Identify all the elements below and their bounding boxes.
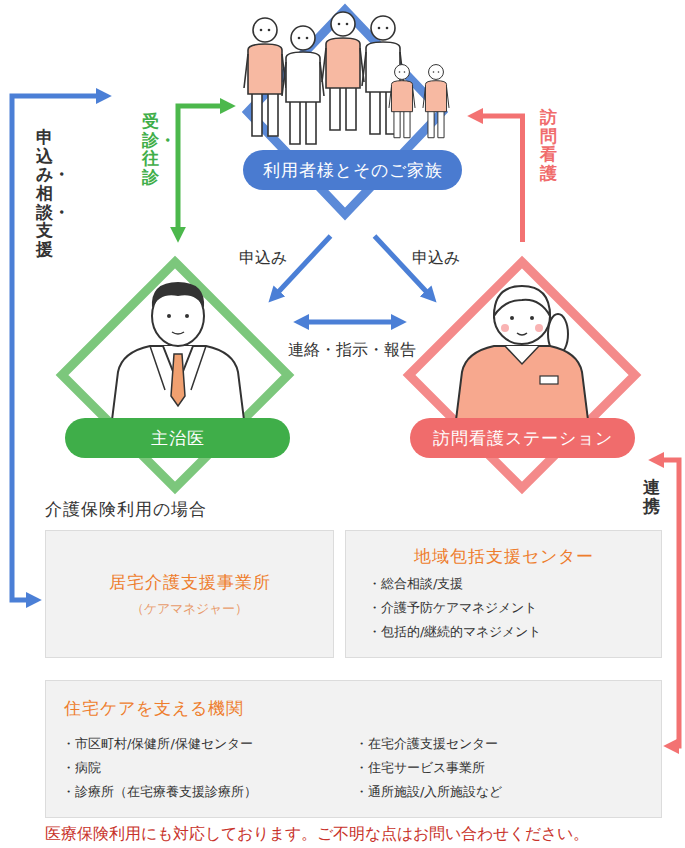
grandmother-figure xyxy=(282,26,324,144)
node-text: （ケアマネジャー） xyxy=(131,600,248,618)
grandfather-figure xyxy=(244,18,286,136)
home-care-box: 住宅ケアを支える機関・市区町村/保健所/保健センター・病院・診療所（在宅療養支援… xyxy=(45,680,662,818)
connector-arrow xyxy=(306,320,394,325)
support-center-box: 地域包括支援センター・総合相談/支援・介護予防ケアマネジメント・包括的/継続的マ… xyxy=(345,530,662,658)
connector-arrow xyxy=(178,106,223,230)
node-text: ・介護予防ケアマネジメント xyxy=(368,599,537,617)
node-title: 主治医 xyxy=(65,418,290,458)
node-text: ・通所施設/入所施設など xyxy=(355,783,502,801)
doctor-diamond xyxy=(62,262,288,488)
node-title: 住宅ケアを支える機関 xyxy=(64,697,244,720)
node-text: ・病院 xyxy=(62,759,101,777)
connector-arrow xyxy=(480,116,523,242)
doctor-figure xyxy=(112,282,244,420)
edge-label: 受診・往診 xyxy=(142,112,159,187)
node-text: ・市区町村/保健所/保健センター xyxy=(62,735,253,753)
node-text: ・住宅サービス事業所 xyxy=(355,759,485,777)
father-figure xyxy=(322,12,364,130)
connector-arrow xyxy=(277,236,330,293)
doctor-node: 主治医 xyxy=(65,262,290,458)
node-text: ・在宅介護支援センター xyxy=(355,735,498,753)
node-title: 居宅介護支援事業所 xyxy=(109,571,271,594)
section-heading: 介護保険利用の場合 xyxy=(45,498,207,521)
girl-figure xyxy=(423,65,449,138)
connector-arrow xyxy=(12,96,99,600)
node-title: 利用者様とそのご家族 xyxy=(243,150,462,190)
client-node: 利用者様とそのご家族 xyxy=(243,2,462,190)
edge-label: 連携 xyxy=(643,478,660,515)
nurse-figure xyxy=(456,286,588,420)
edge-label: 連絡・指示・報告 xyxy=(250,340,454,361)
edge-label: 申込み xyxy=(237,248,289,269)
node-text: ・総合相談/支援 xyxy=(368,575,463,593)
edge-label: 訪問看護 xyxy=(540,108,557,183)
footnote-caption: 医療保険利用にも対応しております。ご不明な点はお問い合わせください。 xyxy=(45,824,589,845)
node-title: 地域包括支援センター xyxy=(346,545,661,568)
nurse-station-node: 訪問看護ステーション xyxy=(410,262,635,458)
connector-arrow xyxy=(375,236,428,293)
family-figures xyxy=(244,12,449,144)
connector-arrow xyxy=(661,460,679,746)
care-office-box: 居宅介護支援事業所 （ケアマネジャー） xyxy=(45,530,334,658)
boy-figure xyxy=(389,65,415,138)
node-text: ・診療所（在宅療養支援診療所） xyxy=(62,783,257,801)
nurse-diamond xyxy=(409,262,635,488)
node-title: 訪問看護ステーション xyxy=(410,418,635,458)
edge-label: 申込み・相談・支援 xyxy=(36,128,53,259)
node-text: ・包括的/継続的マネジメント xyxy=(368,623,541,641)
edge-label: 申込み xyxy=(410,248,462,269)
